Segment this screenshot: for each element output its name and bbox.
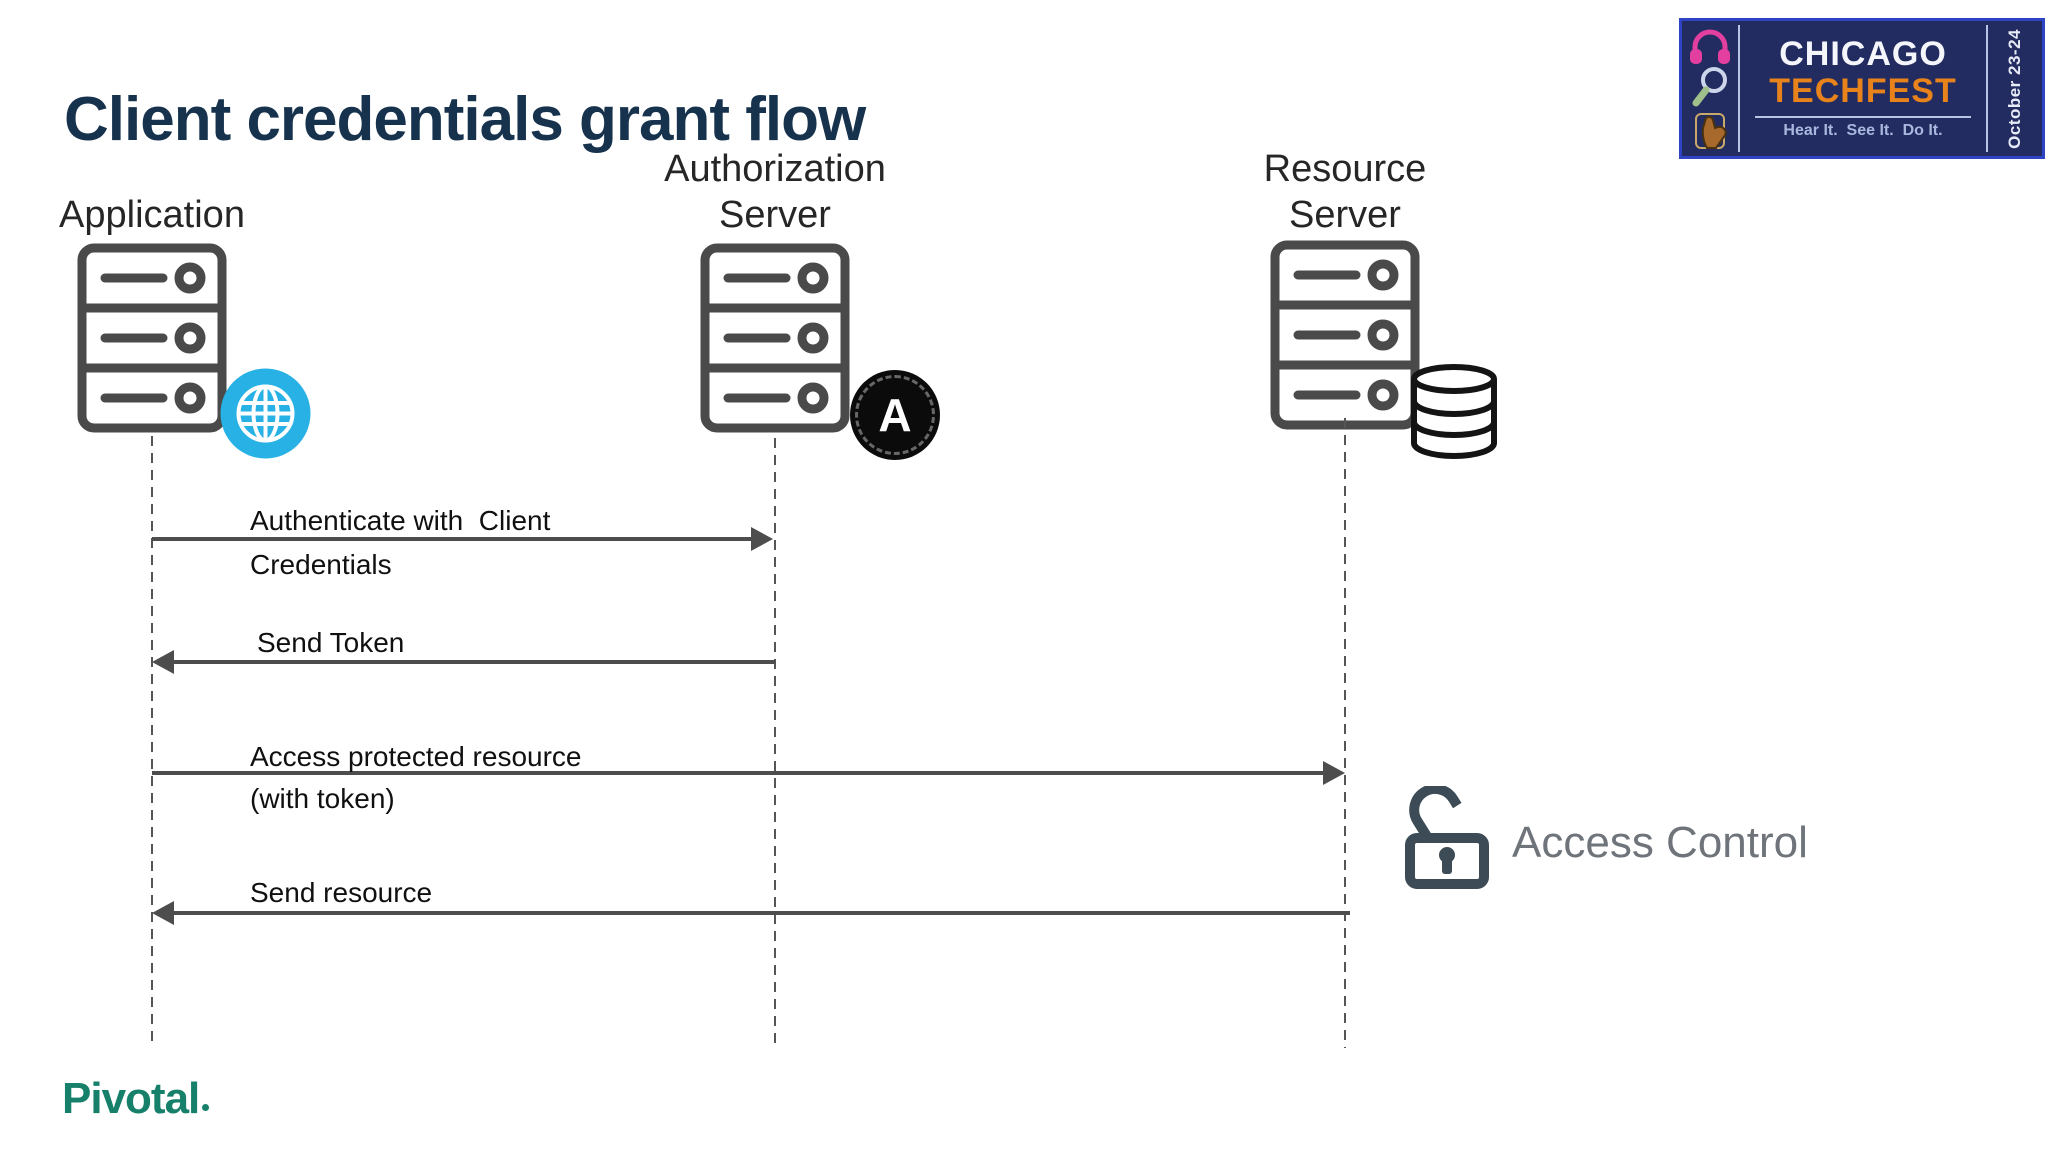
actor-label-line: Server bbox=[719, 194, 831, 236]
event-dates-text: October 23-24 bbox=[2005, 28, 2024, 149]
actor-label-authorization-server: Authorization Server bbox=[565, 146, 985, 238]
lifeline-application bbox=[151, 436, 153, 1048]
auth-emblem-letter: A bbox=[878, 389, 912, 441]
unlock-icon bbox=[1405, 786, 1489, 889]
lifeline-authorization-server bbox=[774, 438, 776, 1048]
event-city: CHICAGO bbox=[1779, 35, 1947, 74]
actor-label-resource-server: Resource Server bbox=[1135, 146, 1555, 238]
actor-label-line: Server bbox=[1289, 194, 1401, 236]
lifeline-resource-server bbox=[1344, 418, 1346, 1048]
message-label: (with token) bbox=[250, 783, 395, 814]
server-icon bbox=[700, 243, 850, 433]
event-badge: CHICAGO TECHFEST Hear It. See It. Do It.… bbox=[1679, 18, 2045, 159]
actor-label-application: Application bbox=[0, 192, 362, 238]
message-label: Authenticate with Client bbox=[250, 505, 551, 536]
event-badge-main: CHICAGO TECHFEST Hear It. See It. Do It. bbox=[1740, 21, 1986, 156]
message-arrow-access-resource bbox=[152, 761, 1345, 785]
actor-label-line: Authorization bbox=[664, 148, 886, 190]
search-icon bbox=[1692, 67, 1727, 107]
badge-rule bbox=[1754, 115, 1972, 118]
message-arrow-send-token bbox=[152, 650, 775, 674]
event-dates: October 23-24 bbox=[1988, 21, 2042, 156]
badge-divider bbox=[1986, 25, 1988, 152]
globe-icon bbox=[220, 368, 311, 459]
brand-logo: Pivotal bbox=[62, 1074, 210, 1124]
registered-mark-dot bbox=[202, 1104, 210, 1111]
page-title: Client credentials grant flow bbox=[64, 84, 866, 154]
message-label: Access protected resource bbox=[250, 741, 582, 772]
message-arrow-send-resource bbox=[152, 901, 1350, 925]
badge-divider bbox=[1738, 25, 1740, 152]
tap-hand-icon bbox=[1695, 113, 1727, 150]
server-icon bbox=[77, 243, 227, 433]
access-control-label: Access Control bbox=[1512, 818, 1808, 867]
actor-label-line: Application bbox=[59, 194, 245, 236]
actor-label-line: Resource bbox=[1263, 148, 1427, 190]
event-tagline: Hear It. See It. Do It. bbox=[1783, 121, 1943, 139]
event-name: TECHFEST bbox=[1769, 72, 1957, 111]
message-label: Send resource bbox=[250, 877, 433, 908]
server-icon bbox=[1270, 240, 1420, 430]
auth-emblem-icon: A bbox=[850, 370, 940, 460]
headphones-icon bbox=[1690, 29, 1730, 64]
brand-logo-text: Pivotal bbox=[62, 1074, 200, 1123]
database-icon bbox=[1411, 364, 1497, 459]
message-arrow-authenticate bbox=[152, 527, 773, 551]
message-label: Send Token bbox=[257, 627, 405, 658]
event-badge-icons bbox=[1682, 21, 1738, 156]
message-label: Credentials bbox=[250, 549, 392, 580]
